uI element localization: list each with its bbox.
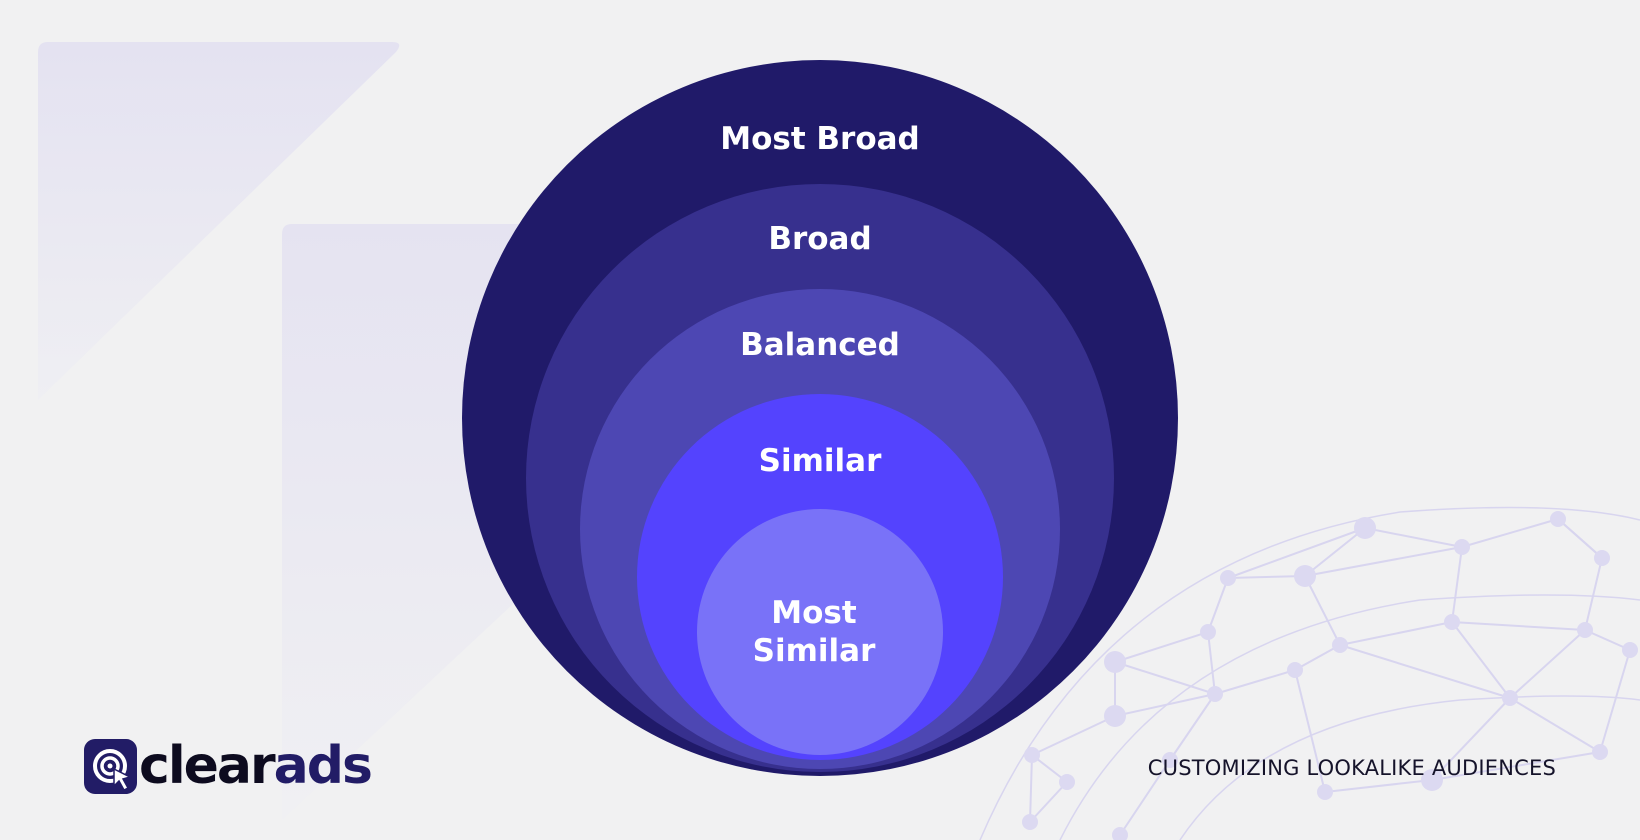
network-edge: [1031, 715, 1116, 756]
background-triangle-shape: [38, 42, 400, 400]
network-edge: [1451, 546, 1463, 623]
circle-most-similar: [697, 509, 943, 755]
network-edge: [1294, 669, 1326, 793]
network-node: [1104, 705, 1126, 727]
label-most-similar-line-1: Most: [771, 595, 857, 631]
network-node: [1220, 570, 1236, 586]
label-most-similar-line-2: Similar: [753, 633, 876, 669]
network-edge: [1584, 629, 1631, 651]
network-edge: [1294, 644, 1341, 671]
network-edge: [1599, 649, 1631, 753]
network-edge: [1509, 697, 1601, 753]
network-node: [1421, 769, 1443, 791]
network-node: [1594, 550, 1610, 566]
network-arc: [979, 506, 1640, 840]
network-node: [1024, 747, 1040, 763]
network-edge: [1114, 631, 1209, 663]
network-node: [1294, 565, 1316, 587]
footer-title: CUSTOMIZING LOOKALIKE AUDIENCES: [1147, 756, 1556, 780]
network-edge: [1114, 661, 1216, 695]
network-edge: [1029, 781, 1068, 823]
network-node: [1354, 517, 1376, 539]
network-edge: [1227, 527, 1366, 579]
network-edge: [1207, 577, 1229, 633]
network-edge: [1557, 518, 1603, 559]
network-node: [1550, 511, 1566, 527]
network-edge: [1451, 621, 1511, 699]
label-balanced: Balanced: [740, 327, 900, 363]
network-edge: [1304, 527, 1366, 577]
network-node: [1104, 651, 1126, 673]
network-edge: [1114, 693, 1216, 717]
network-node: [1332, 637, 1348, 653]
network-arc: [1179, 695, 1640, 840]
clearads-logo: clearads: [84, 736, 373, 796]
network-node: [1287, 662, 1303, 678]
network-edge: [1207, 631, 1216, 695]
label-broad: Broad: [768, 221, 871, 257]
network-edge: [1431, 751, 1601, 781]
network-globe-icon: [979, 506, 1640, 840]
target-cursor-icon: [84, 738, 137, 794]
network-edge: [1169, 693, 1216, 761]
network-node: [1592, 744, 1608, 760]
network-node: [1059, 774, 1075, 790]
network-node: [1200, 624, 1216, 640]
network-edge: [1119, 759, 1171, 836]
network-edge: [1509, 629, 1586, 699]
network-edge: [1451, 621, 1586, 631]
network-edge: [1461, 518, 1559, 548]
network-edge: [1227, 575, 1306, 579]
network-node: [1577, 622, 1593, 638]
network-node: [1444, 614, 1460, 630]
network-edge: [1431, 697, 1511, 781]
network-edge: [1339, 621, 1453, 646]
logo-text-clear: clear: [139, 736, 276, 796]
network-edge: [1214, 669, 1296, 695]
network-node: [1502, 690, 1518, 706]
network-edge: [1029, 754, 1033, 823]
network-node: [1454, 539, 1470, 555]
network-edge: [1364, 527, 1463, 548]
network-edge: [1304, 575, 1341, 646]
network-node: [1022, 814, 1038, 830]
network-edge: [1339, 644, 1511, 699]
network-edge: [1584, 557, 1603, 631]
network-arc: [1059, 594, 1640, 840]
network-node: [1207, 686, 1223, 702]
network-edge: [1324, 779, 1433, 793]
network-edge: [1304, 546, 1463, 577]
label-similar: Similar: [759, 443, 882, 479]
network-node: [1317, 784, 1333, 800]
network-node: [1162, 752, 1178, 768]
network-node: [1622, 642, 1638, 658]
logo-text-ads: ads: [273, 736, 373, 796]
network-node: [1112, 827, 1128, 840]
label-most-broad: Most Broad: [720, 121, 920, 157]
